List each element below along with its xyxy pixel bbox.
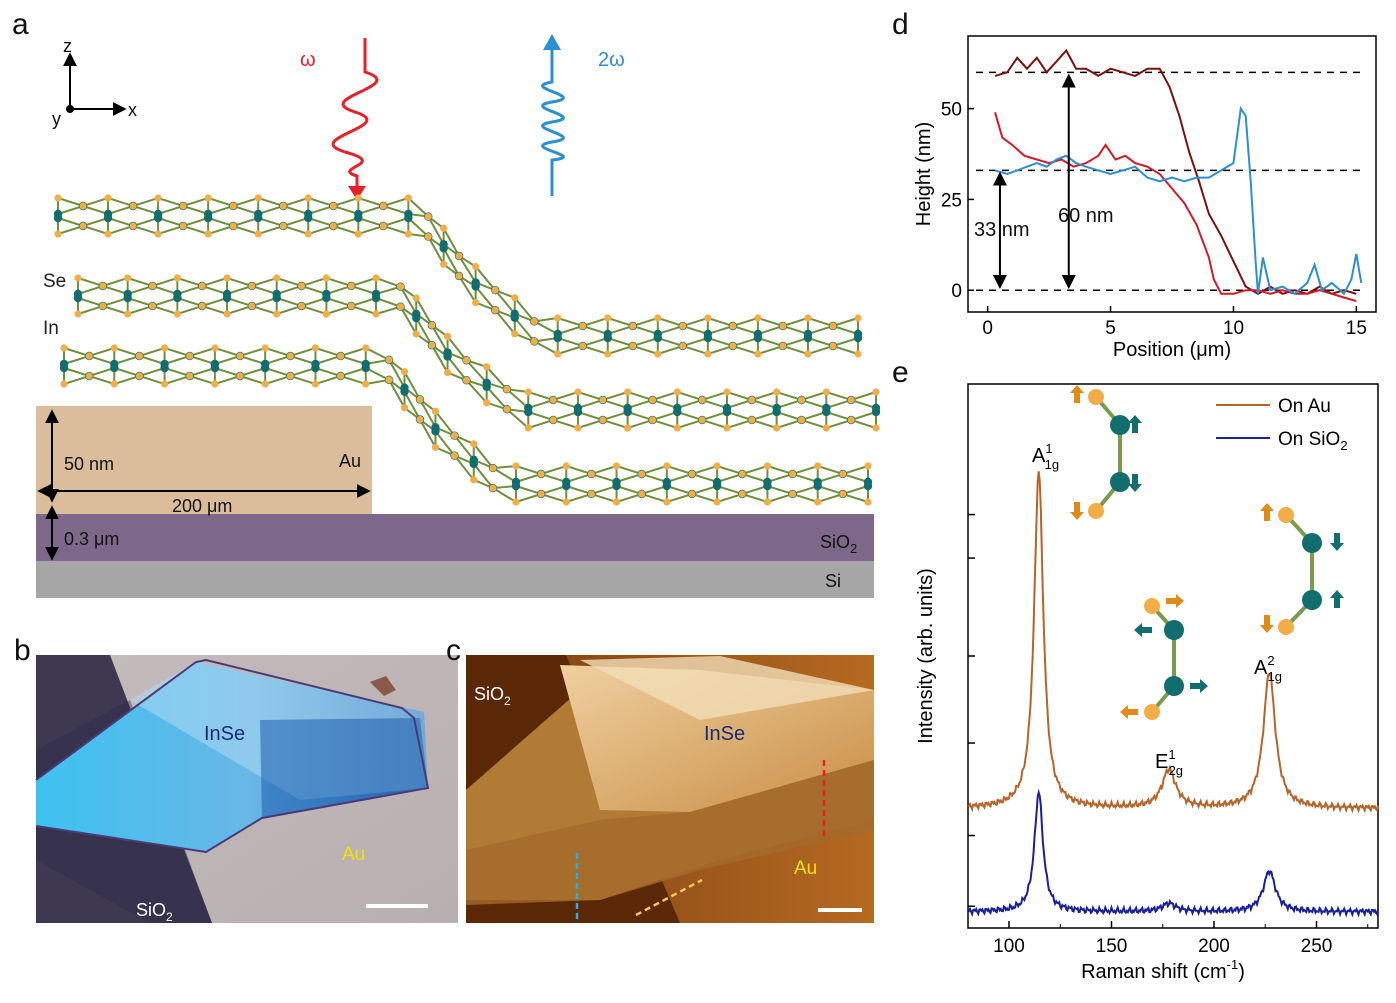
afm-image: [466, 655, 874, 923]
profile-line-yellow: [635, 878, 703, 917]
axis-z-label: z: [63, 36, 72, 56]
x-tick-label-e: 200: [1198, 936, 1230, 957]
panel-a: a z y x ω 2ω Se In: [12, 8, 881, 598]
incident-wave: ω: [300, 38, 379, 200]
y-tick-label-d: 25: [941, 190, 962, 211]
x-tick-label-e: 150: [1096, 936, 1128, 957]
raman-series: [967, 471, 1379, 814]
au-label-c: Au: [794, 858, 817, 879]
sio2-label-b: SiO2: [136, 900, 173, 924]
sio2-thickness-label: 0.3 μm: [64, 529, 119, 549]
raman-series: [967, 788, 1379, 918]
panel-label-d: d: [892, 8, 909, 41]
omega-label: ω: [300, 49, 316, 71]
si-layer: [36, 561, 874, 598]
y-tick-label-d: 0: [951, 281, 962, 302]
inse-label-c: InSe: [704, 723, 745, 745]
x-tick-label-d: 0: [982, 318, 993, 339]
se-label: Se: [43, 271, 66, 292]
coordinate-axes: z y x: [52, 36, 137, 129]
mode-diagram-a1g1: [1070, 385, 1142, 520]
panel-label-e: e: [892, 356, 909, 389]
x-tick-label-d: 10: [1223, 318, 1244, 339]
au-label: Au: [339, 451, 361, 471]
legend-on-au: On Au: [1278, 396, 1331, 417]
profile-series: [994, 105, 1363, 296]
optical-image: [35, 655, 458, 923]
panel-c: c InSe Au SiO2: [446, 634, 874, 923]
panel-label-b: b: [14, 634, 31, 667]
x-tick-label-e: 100: [993, 936, 1025, 957]
sio2-label-c: SiO2: [474, 684, 511, 708]
si-label: Si: [825, 571, 841, 591]
au-label-b: Au: [342, 844, 365, 865]
legend: On Au On SiO2: [1216, 396, 1348, 453]
sio2-label: SiO2: [820, 532, 857, 556]
inse-label-b: InSe: [204, 723, 245, 745]
au-width-label: 200 μm: [172, 496, 232, 516]
mode-diagram-e2g1: [1120, 594, 1208, 720]
au-thickness-label: 50 nm: [64, 454, 114, 474]
x-axis-label-d: Position (μm): [1113, 339, 1231, 361]
profile-series: [994, 48, 1357, 295]
y-axis-label-e: Intensity (arb. units): [915, 568, 937, 744]
plot-frame-d: [967, 35, 1377, 313]
y-tick-label-d: 50: [941, 100, 962, 121]
panel-label-a: a: [12, 8, 29, 41]
x-tick-label-d: 15: [1346, 318, 1367, 339]
x-tick-label-d: 5: [1105, 318, 1116, 339]
sh-wave: 2ω: [541, 34, 625, 196]
dimension-arrows: [37, 409, 371, 561]
legend-on-sio2: On SiO2: [1278, 429, 1348, 453]
y-axis-label-d: Height (nm): [913, 122, 935, 226]
axis-y-label: y: [52, 109, 61, 129]
panel-label-c: c: [446, 634, 461, 667]
inse-lattice: [53, 194, 881, 506]
in-label: In: [43, 318, 59, 339]
x-axis-label-e: Raman shift (cm-1): [1081, 957, 1245, 983]
axis-x-label: x: [128, 100, 137, 120]
panel-b: b InSe Au SiO2: [14, 634, 458, 924]
profile-series: [994, 112, 1357, 303]
x-tick-label-e: 250: [1301, 936, 1333, 957]
annotation-33nm: 33 nm: [974, 219, 1030, 241]
mode-diagram-a1g2: [1260, 503, 1344, 635]
annotation-60nm: 60 nm: [1058, 205, 1114, 227]
two-omega-label: 2ω: [598, 49, 625, 71]
sio2-layer: [36, 514, 874, 561]
